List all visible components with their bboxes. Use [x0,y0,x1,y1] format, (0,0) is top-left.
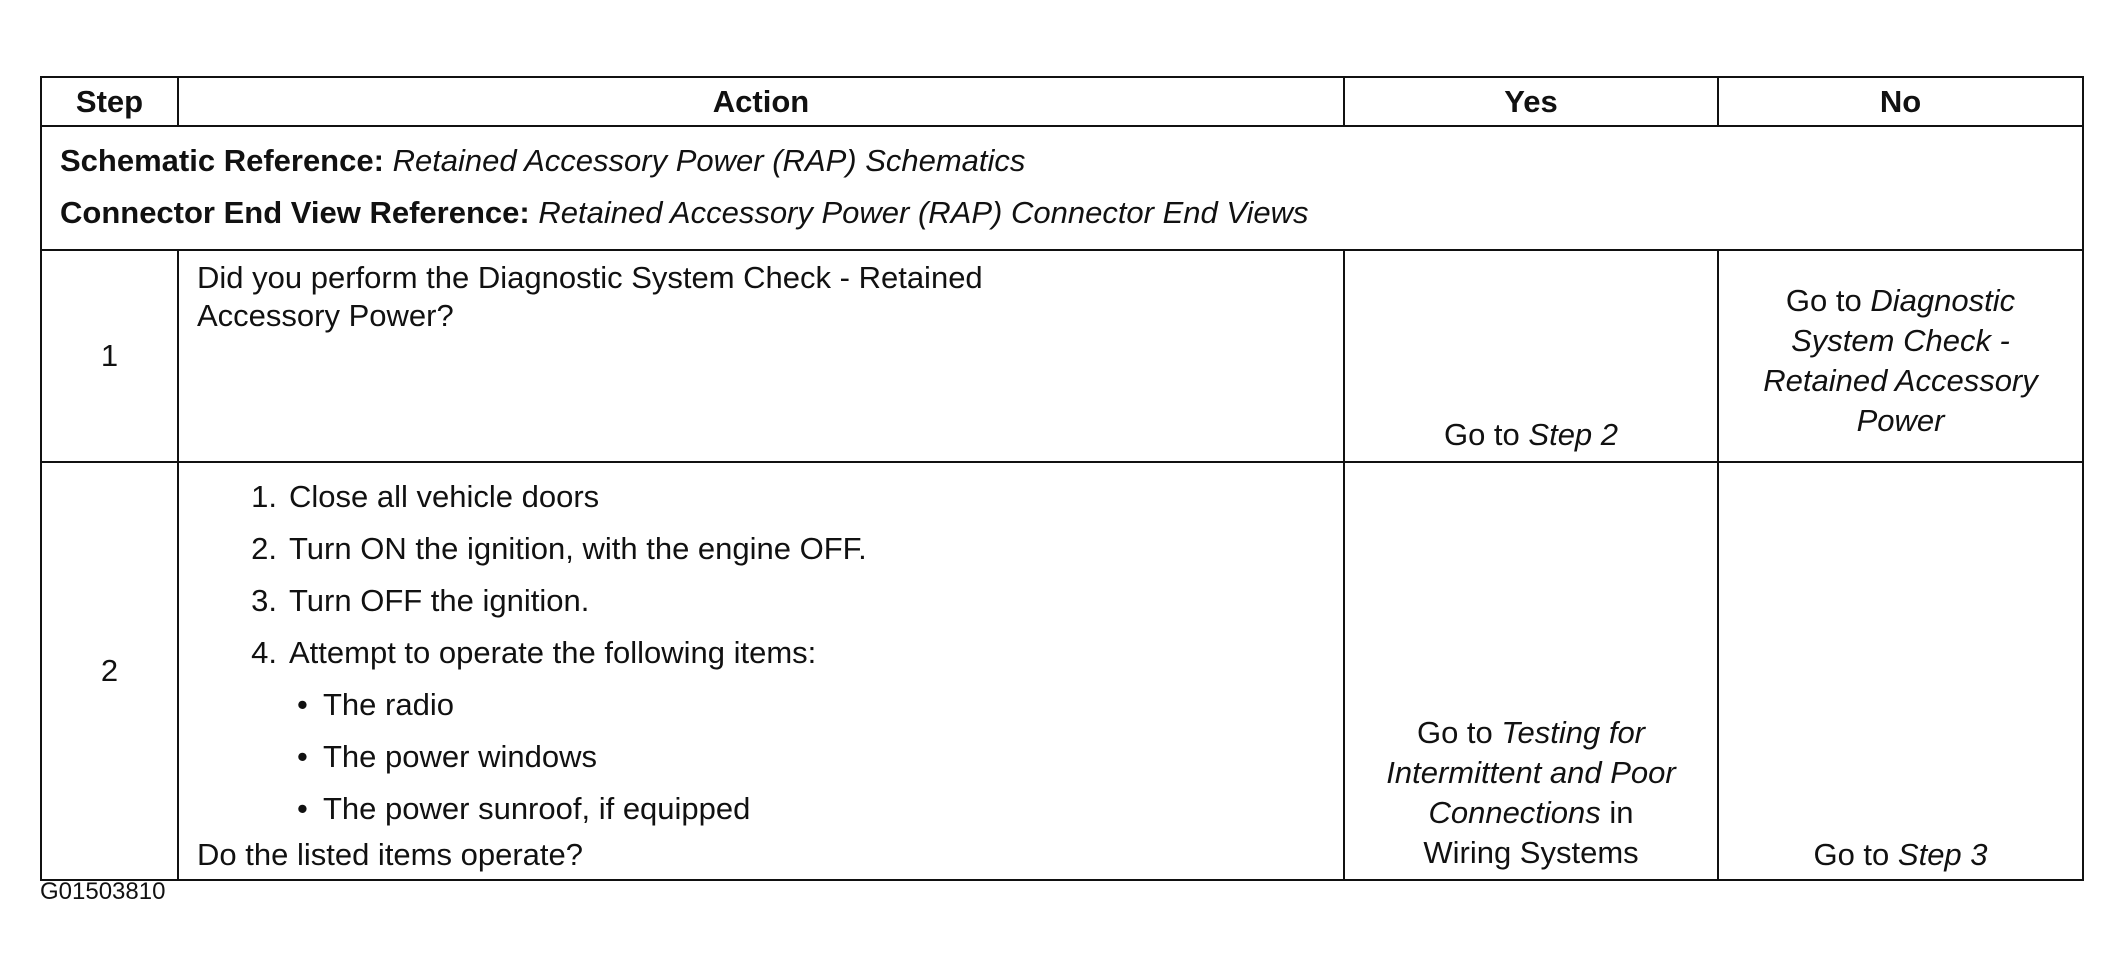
header-no: No [1717,76,2084,127]
no-link-diagnostic-system-check[interactable]: Power [1856,403,1945,438]
no-link-diagnostic-system-check[interactable]: Diagnostic [1870,283,2016,318]
question-line: Did you perform the Diagnostic System Ch… [197,260,983,295]
step-action: 1.Close all vehicle doors 2.Turn ON the … [177,461,1345,881]
yes-link-step-2[interactable]: Step 2 [1528,417,1619,452]
yes-link-testing-intermittent[interactable]: Connections [1428,795,1601,830]
step-number: 1 [40,249,179,463]
step-row-2: 2 1.Close all vehicle doors 2.Turn ON th… [40,461,2084,881]
list-item: •The power sunroof, if equipped [297,783,1325,835]
bullet-icon: • [297,739,308,774]
list-item: •The power windows [297,731,1325,783]
no-cell: Go to Diagnostic System Check - Retained… [1717,249,2084,463]
connector-reference-link[interactable]: Retained Accessory Power (RAP) Connector… [538,195,1309,230]
yes-prefix: Go to [1443,417,1529,452]
schematic-reference: Schematic Reference: Retained Accessory … [60,135,2064,187]
no-cell: Go to Step 3 [1717,461,2084,881]
header-row: Step Action Yes No [40,76,2084,127]
header-step: Step [40,76,179,127]
step-question: Do the listed items operate? [197,837,583,872]
bullet-icon: • [297,791,308,826]
connector-reference-label: Connector End View Reference: [60,195,530,230]
action-item: 3.Turn OFF the ignition. [251,583,590,618]
yes-cell: Go to Step 2 [1343,249,1719,463]
bullet-icon: • [297,687,308,722]
step-number: 2 [40,461,179,881]
reference-cell: Schematic Reference: Retained Accessory … [40,125,2084,251]
action-item: 2.Turn ON the ignition, with the engine … [251,531,867,566]
step-row-1: 1 Did you perform the Diagnostic System … [40,249,2084,463]
connector-reference: Connector End View Reference: Retained A… [60,187,2064,239]
reference-row: Schematic Reference: Retained Accessory … [40,125,2084,251]
yes-prefix: Go to [1416,715,1502,750]
no-link-step-3[interactable]: Step 3 [1897,837,1988,872]
yes-link-testing-intermittent[interactable]: Intermittent and Poor [1386,755,1676,790]
item-list: •The radio •The power windows •The power… [197,679,1325,835]
no-prefix: Go to [1785,283,1871,318]
diagnostic-table: Step Action Yes No Schematic Reference: … [40,76,2084,881]
figure-id: G01503810 [40,878,166,905]
no-prefix: Go to [1813,837,1898,872]
step-action: Did you perform the Diagnostic System Ch… [177,249,1345,463]
list-item: •The radio [297,679,1325,731]
action-list: 1.Close all vehicle doors 2.Turn ON the … [197,471,1325,679]
yes-line: Wiring Systems [1423,835,1639,870]
yes-link-testing-intermittent[interactable]: Testing for [1501,715,1646,750]
header-action: Action [177,76,1345,127]
step-question: Did you perform the Diagnostic System Ch… [197,259,1325,335]
schematic-reference-link[interactable]: Retained Accessory Power (RAP) Schematic… [392,143,1026,178]
schematic-reference-label: Schematic Reference: [60,143,384,178]
no-link-diagnostic-system-check[interactable]: Retained Accessory [1763,363,2038,398]
no-link-diagnostic-system-check[interactable]: System Check - [1791,323,2010,358]
action-item: 1.Close all vehicle doors [251,479,600,514]
yes-cell: Go to Testing for Intermittent and Poor … [1343,461,1719,881]
action-item: 4.Attempt to operate the following items… [251,635,817,670]
question-line: Accessory Power? [197,298,454,333]
header-yes: Yes [1343,76,1719,127]
diagnostic-table-container: Step Action Yes No Schematic Reference: … [40,76,2084,881]
